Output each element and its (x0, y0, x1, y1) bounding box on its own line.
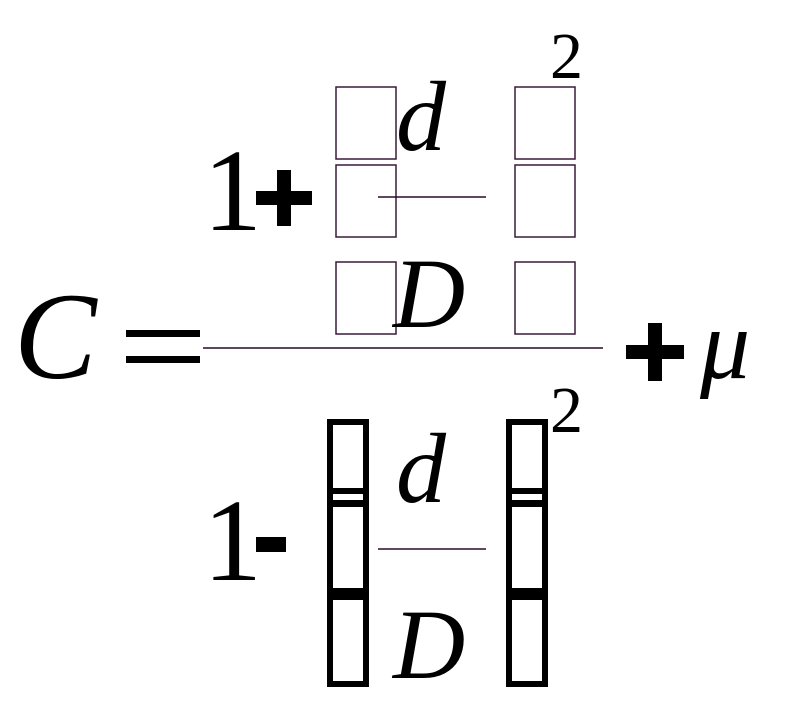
lhs-variable-c: C (14, 268, 98, 405)
equals-sign (126, 330, 200, 363)
denominator-minus-sign (256, 537, 286, 552)
denominator-left-bracket (327, 419, 369, 687)
plus-text: + (0, 0, 1, 1)
denominator-exponent: 2 (550, 374, 583, 447)
equals-text: = (0, 0, 1, 1)
denominator-minus-text: - (0, 0, 1, 1)
denominator-inner-big-d: D (391, 589, 465, 700)
denominator-one: 1 (203, 475, 262, 606)
numerator-inner-d: d (396, 61, 447, 172)
numerator-right-bracket (514, 86, 576, 335)
numerator-exponent: 2 (550, 20, 583, 93)
numerator-plus-text: + (0, 0, 1, 1)
plus-sign (626, 323, 684, 381)
numerator-inner-big-d: D (391, 238, 465, 349)
numerator-left-bracket (335, 86, 397, 335)
denominator-inner-d: d (396, 413, 447, 524)
denominator-right-bracket (506, 419, 548, 687)
numerator-one: 1 (203, 125, 262, 256)
mu-symbol: μ (699, 289, 750, 400)
numerator-plus-sign (256, 170, 312, 226)
